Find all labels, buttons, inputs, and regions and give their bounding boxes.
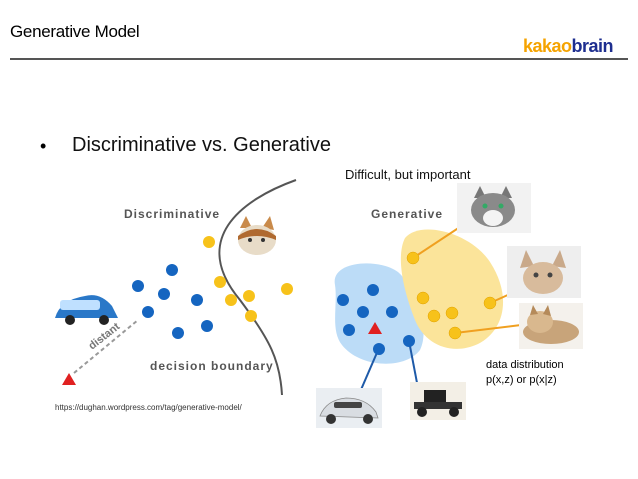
data-point: [132, 280, 144, 292]
header-divider: [10, 58, 628, 60]
car-photo-suv: [316, 388, 382, 428]
data-point: [225, 294, 237, 306]
data-point: [203, 236, 215, 248]
query-triangle-right: [368, 322, 382, 334]
bullet-text: Discriminative vs. Generative: [72, 134, 331, 156]
blue-cluster: [334, 263, 424, 364]
data-distribution-formula: p(x,z) or p(x|z): [486, 374, 557, 386]
data-point: [367, 284, 379, 296]
yellow-points-left: [203, 236, 293, 322]
blue-points-left: [132, 264, 213, 339]
cat-image-left: [238, 216, 276, 255]
note-difficult: Difficult, but important: [345, 167, 471, 182]
data-point: [214, 276, 226, 288]
blue-points-right: [337, 284, 415, 355]
source-link[interactable]: https://dughan.wordpress.com/tag/generat…: [55, 403, 242, 412]
data-point: [483, 296, 497, 310]
yellow-points-right: [406, 251, 497, 340]
discriminative-label: Discriminative: [124, 207, 220, 221]
query-triangle-left: [62, 373, 76, 385]
data-point: [337, 294, 349, 306]
data-point: [406, 251, 420, 265]
data-point: [191, 294, 203, 306]
data-point: [343, 324, 355, 336]
decision-boundary-label: decision boundary: [150, 359, 274, 373]
car-image-left: [55, 295, 118, 325]
cat-photo-grey: [457, 183, 531, 233]
data-point: [403, 335, 415, 347]
logo-part-brain: brain: [571, 36, 614, 56]
data-point: [445, 306, 459, 320]
data-point: [243, 290, 255, 302]
cat-photo-sphynx: [507, 246, 581, 298]
data-point: [416, 291, 430, 305]
data-point: [373, 343, 385, 355]
data-point: [281, 283, 293, 295]
data-distribution-label: data distribution: [486, 359, 564, 371]
data-point: [166, 264, 178, 276]
kakaobrain-logo: kakaobrain: [523, 36, 614, 57]
data-point: [142, 306, 154, 318]
data-point: [245, 310, 257, 322]
cat-photo-kitten: [519, 303, 583, 349]
car-photo-vintage: [410, 382, 466, 420]
data-point: [386, 306, 398, 318]
decision-boundary-curve: [218, 179, 297, 396]
bullet-marker: •: [40, 136, 47, 156]
data-point: [172, 327, 184, 339]
yellow-cluster: [400, 229, 504, 349]
data-point: [357, 306, 369, 318]
data-point: [427, 309, 441, 323]
logo-part-kakao: kakao: [523, 36, 572, 56]
data-point: [201, 320, 213, 332]
data-point: [448, 326, 462, 340]
data-point: [158, 288, 170, 300]
slide-title: Generative Model: [10, 22, 140, 41]
generative-label: Generative: [371, 207, 443, 221]
blue-connectors: [359, 340, 419, 393]
